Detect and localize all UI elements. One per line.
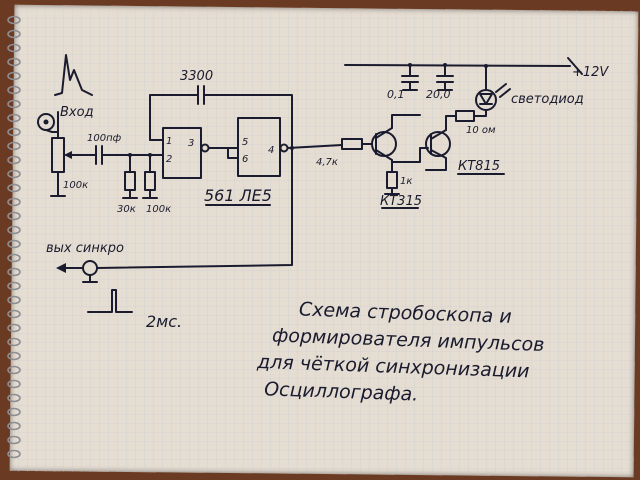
label-sync-out: вых синкро	[46, 241, 124, 256]
transistor-kt815	[425, 131, 451, 157]
spiral-ring	[7, 239, 21, 249]
label-kt815: КТ815	[458, 159, 500, 174]
label-pin3: 3	[188, 138, 194, 149]
spiral-ring	[7, 309, 21, 319]
spiral-ring	[7, 211, 21, 221]
spiral-ring	[7, 155, 21, 165]
wire-kt315-collector	[391, 114, 421, 129]
kt815-leads	[425, 129, 447, 171]
label-led: светодиод	[511, 92, 584, 107]
wire-gate2-in	[227, 147, 239, 159]
spiral-ring	[7, 99, 21, 109]
label-cap-feedback: 3300	[180, 69, 213, 84]
spiral-ring	[7, 43, 21, 53]
label-supply: +12V	[572, 65, 609, 80]
ground-emitter	[384, 187, 400, 195]
spiral-ring	[7, 337, 21, 347]
label-pin1: 1	[166, 136, 172, 147]
label-r-led: 10 ом	[466, 125, 496, 136]
wire-gate2-out	[287, 144, 343, 149]
ground-r30k	[122, 189, 138, 199]
input-jack-center	[43, 119, 49, 125]
spiral-ring	[7, 407, 21, 417]
wire-kt815-collector	[445, 115, 457, 131]
spiral-ring	[7, 435, 21, 445]
label-r100k: 100к	[146, 204, 171, 215]
sync-out-arrow	[56, 263, 66, 273]
spiral-ring	[7, 183, 21, 193]
supply-rail	[344, 64, 571, 67]
spiral-ring	[7, 351, 21, 361]
spiral-ring	[7, 323, 21, 333]
label-ic: 561 ЛЕ5	[204, 186, 272, 205]
label-c2: 20,0	[426, 88, 451, 101]
ground-r100k	[142, 189, 158, 199]
wire-to-led	[473, 109, 487, 117]
label-r-base: 4,7к	[316, 157, 338, 168]
label-cap-input: 100пф	[87, 133, 122, 144]
label-pin6: 6	[242, 154, 248, 165]
wire-input-jack	[45, 129, 59, 133]
spiral-ring	[7, 197, 21, 207]
title-line-4: Осциллографа.	[264, 378, 419, 405]
wire-feedback-right	[203, 94, 293, 149]
grid-pattern	[14, 10, 634, 472]
spiral-ring	[7, 253, 21, 263]
pot-ground	[50, 171, 66, 197]
spiral-ring	[7, 225, 21, 235]
label-pulse-width: 2мс.	[146, 312, 182, 331]
label-pin2: 2	[166, 154, 172, 165]
label-r30k: 30к	[117, 204, 136, 215]
wire-feedback-left	[149, 94, 199, 141]
led-rays	[495, 83, 511, 98]
supply-terminal	[567, 57, 583, 75]
label-r-emitter: 1к	[400, 176, 412, 187]
input-waveform	[54, 54, 93, 96]
label-pot: 100к	[63, 180, 88, 191]
spiral-ring	[7, 141, 21, 151]
spiral-ring	[7, 449, 21, 459]
spiral-ring	[7, 85, 21, 95]
kt315-leads	[375, 127, 393, 173]
label-kt315: КТ315	[380, 194, 422, 209]
spiral-ring	[7, 71, 21, 81]
wire-sync-out	[96, 147, 293, 269]
spiral-ring	[7, 15, 21, 25]
capacitor-0-1	[401, 64, 419, 91]
output-pulse-sketch	[87, 289, 133, 313]
spiral-ring	[7, 421, 21, 431]
sync-jack-ground	[82, 274, 98, 283]
spiral-ring	[7, 295, 21, 305]
label-pin4: 4	[268, 145, 274, 156]
spiral-binding	[7, 15, 21, 459]
spiral-ring	[7, 393, 21, 403]
gate-1	[162, 127, 202, 179]
led-diode	[479, 93, 493, 105]
pot-wiper-arrow	[64, 151, 72, 159]
label-input: Вход	[60, 105, 94, 120]
label-pin5: 5	[242, 137, 248, 148]
node	[484, 64, 488, 68]
capacitor-20-0	[436, 64, 454, 91]
spiral-ring	[7, 127, 21, 137]
spiral-ring	[7, 169, 21, 179]
wire-to-kt815	[391, 147, 429, 163]
spiral-ring	[7, 267, 21, 277]
node	[128, 153, 132, 157]
spiral-ring	[7, 57, 21, 67]
spiral-ring	[7, 365, 21, 375]
capacitor-100pf	[95, 145, 151, 165]
label-c1: 0,1	[387, 88, 405, 101]
spiral-ring	[7, 281, 21, 291]
spiral-ring	[7, 379, 21, 389]
spiral-ring	[7, 29, 21, 39]
spiral-ring	[7, 113, 21, 123]
